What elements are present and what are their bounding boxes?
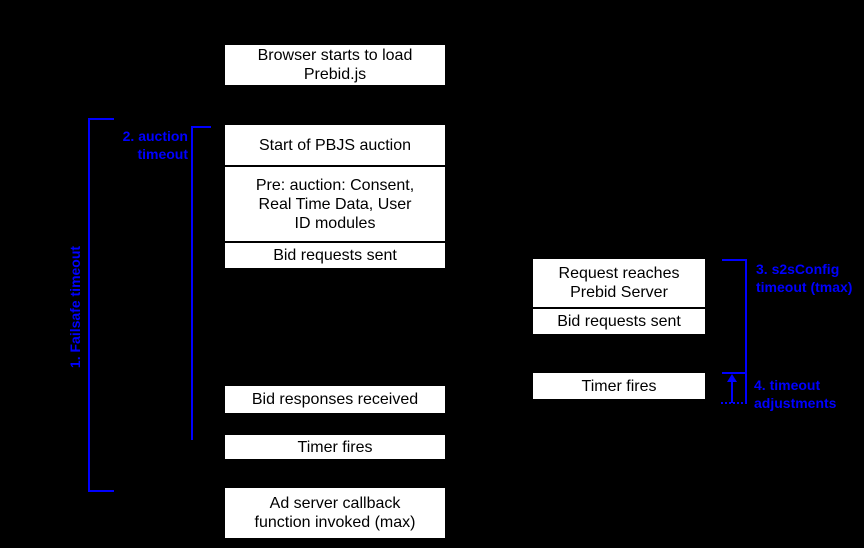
adjustment-arrow-stem — [731, 381, 733, 403]
timeout-adjustments-label-line2: adjustments — [754, 395, 837, 411]
failsafe-bracket-line — [88, 118, 90, 492]
adjustment-dotted-baseline — [721, 402, 747, 404]
failsafe-bracket-top-tick — [88, 118, 114, 120]
box-start-auction: Start of PBJS auction — [225, 125, 445, 165]
box-timer-fires: Timer fires — [225, 435, 445, 459]
s2s-bracket-line — [745, 259, 747, 402]
failsafe-bracket-bottom-tick — [88, 490, 114, 492]
box-browser-load: Browser starts to load Prebid.js — [225, 45, 445, 85]
auction-bracket-top-tick — [191, 126, 211, 128]
timeout-adjustments-label-line1: 4. timeout — [754, 377, 821, 393]
s2s-timeout-label-line2: timeout (tmax) — [756, 279, 853, 295]
box-bid-requests-sent: Bid requests sent — [225, 243, 445, 268]
box-request-reaches-prebid-server: Request reaches Prebid Server — [533, 259, 705, 307]
auction-timeout-label-line1: 2. auction — [122, 128, 188, 144]
s2s-timeout-label: 3. s2sConfig timeout (tmax) — [756, 260, 852, 296]
auction-timeout-label-line2: timeout — [137, 146, 188, 162]
s2s-bracket-mid-tick — [722, 372, 747, 374]
box-bid-responses-received: Bid responses received — [225, 386, 445, 413]
failsafe-timeout-label: 1. Failsafe timeout — [67, 245, 83, 369]
timeout-adjustments-label: 4. timeout adjustments — [754, 376, 836, 412]
up-arrow-icon — [727, 374, 737, 382]
auction-bracket-line — [191, 126, 193, 440]
s2s-timeout-label-line1: 3. s2sConfig — [756, 261, 840, 277]
box-server-timer-fires: Timer fires — [533, 373, 705, 399]
box-server-bid-requests-sent: Bid requests sent — [533, 309, 705, 334]
s2s-bracket-top-tick — [722, 259, 747, 261]
auction-timeout-label: 2. auction timeout — [98, 127, 188, 163]
box-ad-server-callback: Ad server callback function invoked (max… — [225, 488, 445, 538]
box-pre-auction-modules: Pre: auction: Consent, Real Time Data, U… — [225, 167, 445, 241]
